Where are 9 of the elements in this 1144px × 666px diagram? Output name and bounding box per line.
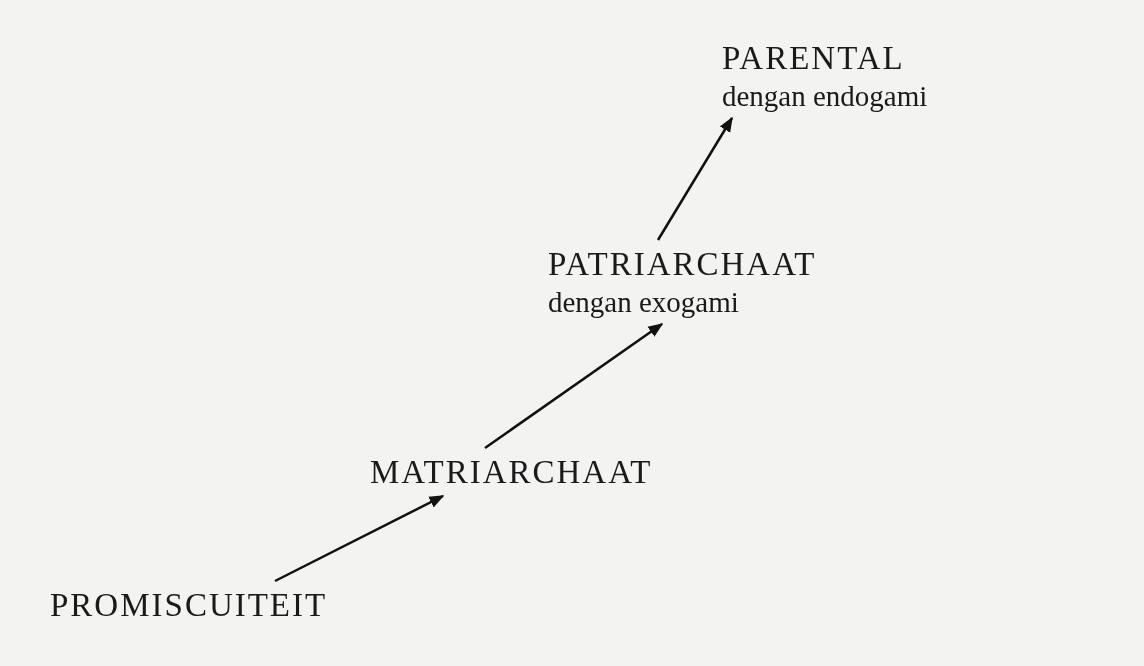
stage-subtitle: dengan exogami xyxy=(548,285,740,320)
arrow xyxy=(656,116,734,241)
arrow xyxy=(274,494,445,583)
stage-title: PATRIARCHAAT xyxy=(548,245,817,284)
stage-title: MATRIARCHAAT xyxy=(370,453,653,492)
stage-title: PARENTAL xyxy=(722,39,906,78)
stage-subtitle: dengan endogami xyxy=(722,79,928,114)
stage-title: PROMISCUITEIT xyxy=(50,586,328,625)
arrow xyxy=(484,322,664,450)
